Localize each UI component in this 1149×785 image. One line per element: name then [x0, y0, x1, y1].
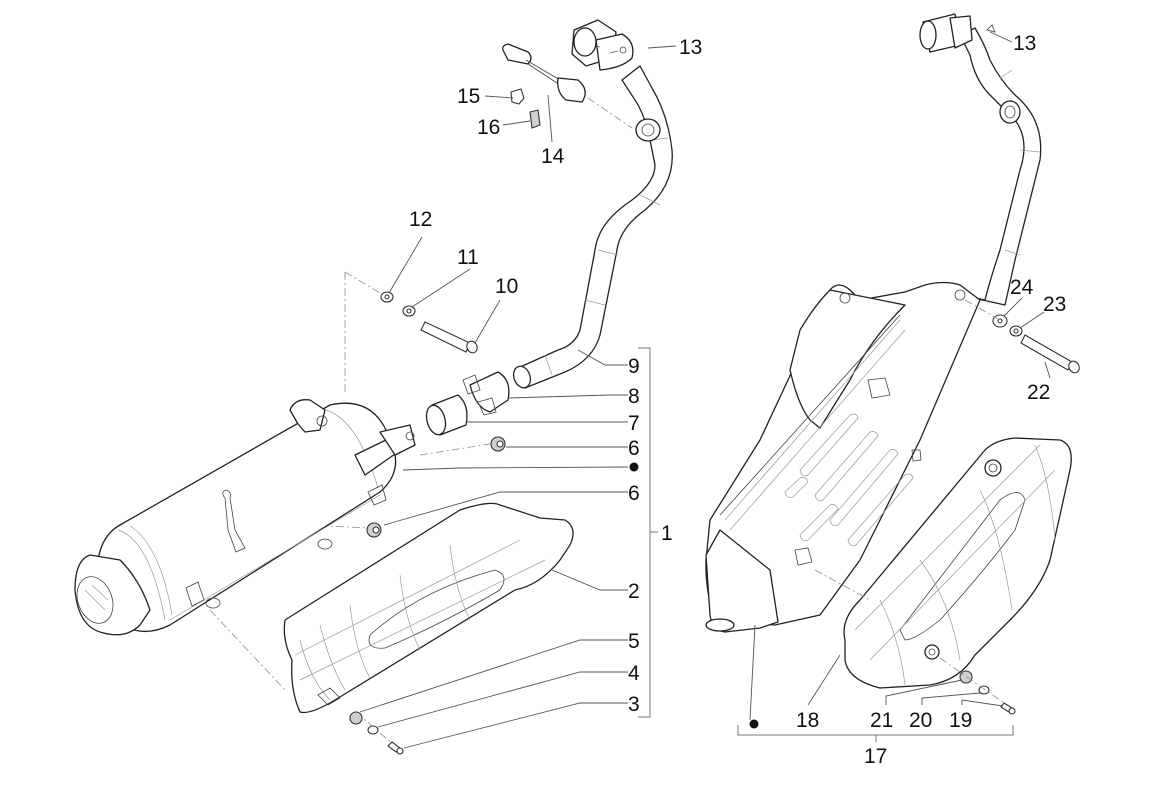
bolt-10	[420, 321, 478, 354]
heat-shield-18	[843, 437, 1072, 689]
callout-14: 14	[541, 145, 565, 168]
callout-21: 21	[870, 709, 893, 732]
callout-4: 4	[628, 662, 640, 685]
callout-12: 12	[409, 208, 432, 231]
assembly-marker-dot-left	[629, 462, 639, 472]
callout-1: 1	[661, 522, 673, 545]
callout-11: 11	[457, 246, 479, 269]
callout-24: 24	[1010, 276, 1034, 299]
muffler-left	[74, 399, 416, 636]
screw-3	[387, 741, 404, 755]
assembly-marker-dot-right	[749, 719, 759, 729]
callout-7: 7	[628, 412, 640, 435]
exhaust-pipe-right	[919, 13, 1042, 306]
callout-15: 15	[457, 85, 480, 108]
clamp-8	[462, 371, 510, 416]
clip-15	[510, 88, 525, 105]
callout-5: 5	[628, 630, 640, 653]
callout-6-upper: 6	[628, 437, 640, 460]
washer-20	[978, 685, 990, 695]
lambda-sensor-14	[502, 43, 586, 103]
bolt-22	[1020, 334, 1080, 374]
group-bracket-1	[638, 347, 658, 718]
callout-23: 23	[1043, 293, 1066, 316]
screw-19	[1000, 702, 1016, 715]
callout-16: 16	[477, 116, 500, 139]
callout-2: 2	[628, 580, 640, 603]
washer-23	[1009, 325, 1023, 337]
callout-22: 22	[1027, 381, 1050, 404]
grommet-21	[959, 670, 973, 684]
callout-3: 3	[628, 693, 640, 716]
leader-lines-right	[749, 31, 1051, 721]
washer-12	[380, 291, 394, 303]
callout-13-right: 13	[1013, 32, 1036, 55]
washer-4	[367, 725, 379, 735]
callout-13-left: 13	[679, 36, 702, 59]
sleeve-7	[425, 394, 468, 436]
grommet-6-lower-hole	[372, 526, 380, 534]
group-bracket-17	[737, 725, 1014, 742]
grommet-5	[349, 711, 363, 725]
grommet-6-upper-hole	[496, 440, 504, 448]
leader-lines-left	[359, 45, 677, 749]
callout-8: 8	[628, 385, 640, 408]
callout-6-lower: 6	[628, 482, 640, 505]
callout-19: 19	[949, 709, 972, 732]
callout-20: 20	[909, 709, 932, 732]
washer-11	[402, 305, 416, 317]
callout-9: 9	[628, 355, 640, 378]
muffler-right	[705, 281, 981, 633]
exhaust-pipe-9	[512, 19, 673, 389]
heat-shield-2	[283, 502, 574, 714]
callout-18: 18	[796, 709, 819, 732]
assembly-guide-lines-right	[814, 299, 1005, 704]
callout-17: 17	[864, 745, 887, 768]
callout-10: 10	[495, 275, 518, 298]
clip-16	[529, 109, 541, 129]
